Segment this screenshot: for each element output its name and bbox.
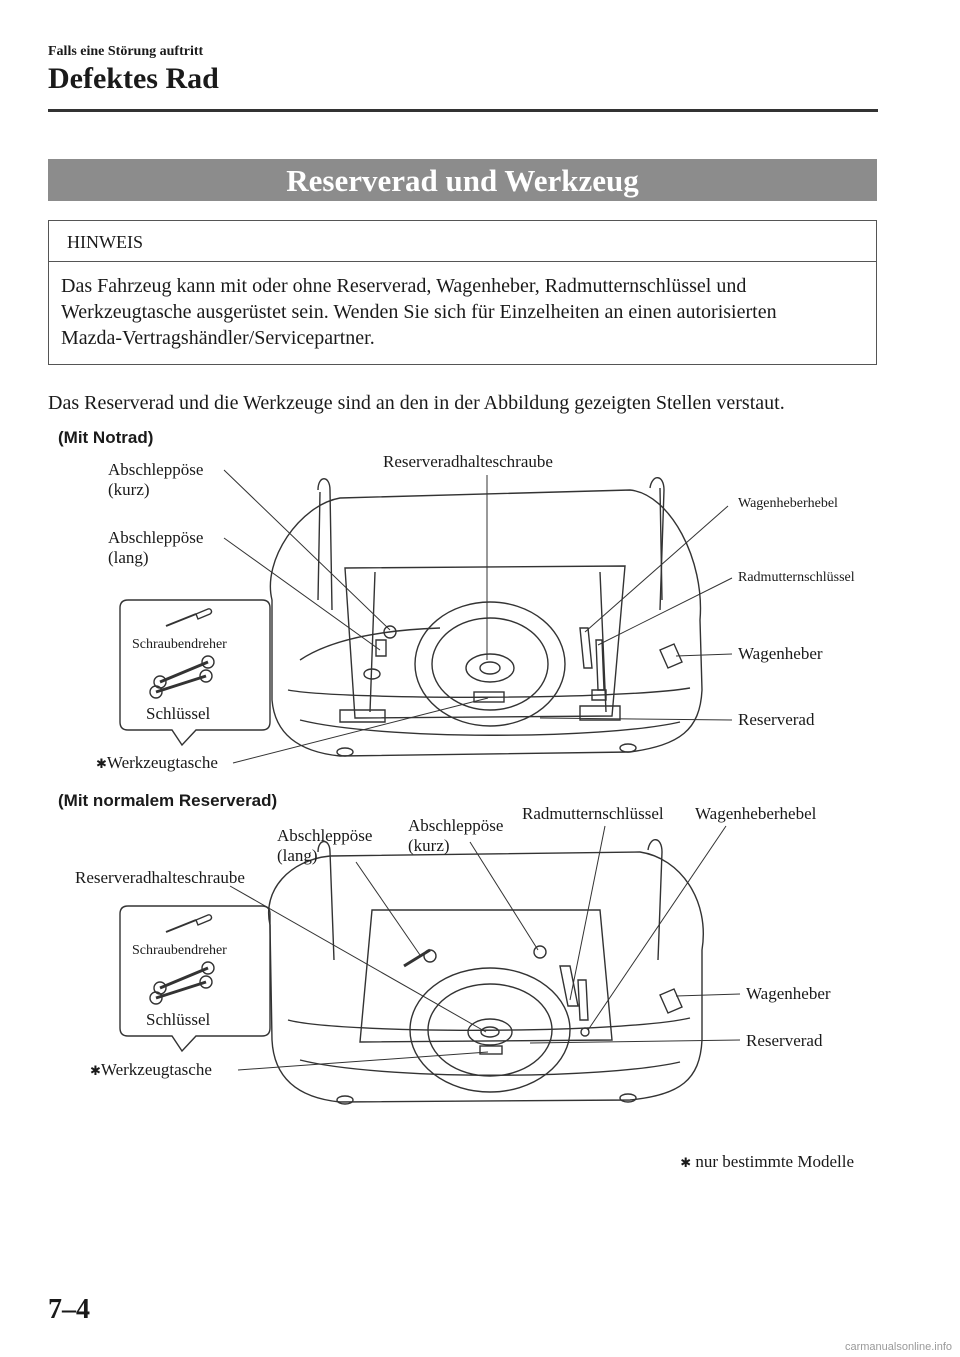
note-line: Werkzeugtasche ausgerüstet sein. Wenden … bbox=[61, 301, 777, 323]
label-schraubendreher: Schraubendreher bbox=[132, 943, 227, 958]
screwdriver-icon bbox=[165, 608, 213, 627]
page-number: 7–4 bbox=[48, 1294, 90, 1325]
note-line: Das Fahrzeug kann mit oder ohne Reserver… bbox=[61, 275, 747, 297]
screwdriver-icon bbox=[165, 914, 213, 933]
label-wagenheberhebel: Wagenheberhebel bbox=[738, 496, 838, 511]
label-abschleppoese-kurz: Abschleppöse(kurz) bbox=[408, 816, 504, 855]
label-schraubendreher: Schraubendreher bbox=[132, 637, 227, 652]
asterisk-icon: ✱ bbox=[96, 756, 107, 771]
chapter-title: Defektes Rad bbox=[48, 62, 219, 95]
variant-label-normal: (Mit normalem Reserverad) bbox=[58, 791, 278, 810]
label-wagenheberhebel: Wagenheberhebel bbox=[695, 804, 817, 823]
intro-text: Das Reserverad und die Werkzeuge sind an… bbox=[48, 392, 785, 414]
asterisk-icon: ✱ bbox=[90, 1063, 101, 1078]
label-radmutternschluessel: Radmutternschlüssel bbox=[738, 570, 855, 585]
label-reserveradhalteschraube: Reserveradhalteschraube bbox=[75, 868, 245, 887]
label-abschleppoese-lang: Abschleppöse(lang) bbox=[277, 826, 373, 865]
section-label: Falls eine Störung auftritt bbox=[48, 44, 204, 59]
asterisk-icon: ✱ bbox=[680, 1155, 692, 1170]
note-text: Das Fahrzeug kann mit oder ohne Reserver… bbox=[61, 273, 861, 351]
label-schluessel: Schlüssel bbox=[146, 704, 211, 723]
tool-bag-box-normal bbox=[119, 905, 271, 1053]
note-header: HINWEIS bbox=[49, 221, 876, 262]
label-schluessel: Schlüssel bbox=[146, 1010, 211, 1029]
leader-lines-notrad bbox=[223, 469, 733, 764]
watermark: carmanualsonline.info bbox=[844, 1341, 952, 1353]
label-werkzeugtasche: ✱Werkzeugtasche bbox=[96, 753, 218, 772]
label-abschleppoese-kurz: Abschleppöse(kurz) bbox=[108, 460, 204, 499]
label-reserveradhalteschraube: Reserveradhalteschraube bbox=[383, 452, 553, 471]
wrench-icon bbox=[149, 961, 215, 1005]
car-trunk-drawing-normal bbox=[267, 839, 704, 1105]
label-werkzeugtasche: ✱Werkzeugtasche bbox=[90, 1060, 212, 1079]
label-wagenheber: Wagenheber bbox=[738, 644, 823, 663]
note-line: Mazda-Vertragshändler/Servicepartner. bbox=[61, 327, 375, 349]
title-rule bbox=[48, 109, 878, 112]
wrench-icon bbox=[149, 655, 215, 699]
label-reserverad: Reserverad bbox=[746, 1031, 823, 1050]
car-trunk-drawing-notrad bbox=[269, 477, 703, 757]
variant-label-notrad: (Mit Notrad) bbox=[58, 428, 154, 447]
note-label: HINWEIS bbox=[67, 232, 143, 252]
label-reserverad: Reserverad bbox=[738, 710, 815, 729]
note-box: HINWEIS Das Fahrzeug kann mit oder ohne … bbox=[48, 220, 877, 365]
leader-lines-normal bbox=[229, 825, 741, 1071]
label-wagenheber: Wagenheber bbox=[746, 984, 831, 1003]
section-banner: Reserverad und Werkzeug bbox=[48, 159, 877, 201]
label-radmutternschluessel: Radmutternschlüssel bbox=[522, 804, 664, 823]
footnote: ✱ nur bestimmte Modelle bbox=[680, 1152, 854, 1171]
tool-bag-box-notrad bbox=[119, 599, 271, 747]
label-abschleppoese-lang: Abschleppöse(lang) bbox=[108, 528, 204, 567]
